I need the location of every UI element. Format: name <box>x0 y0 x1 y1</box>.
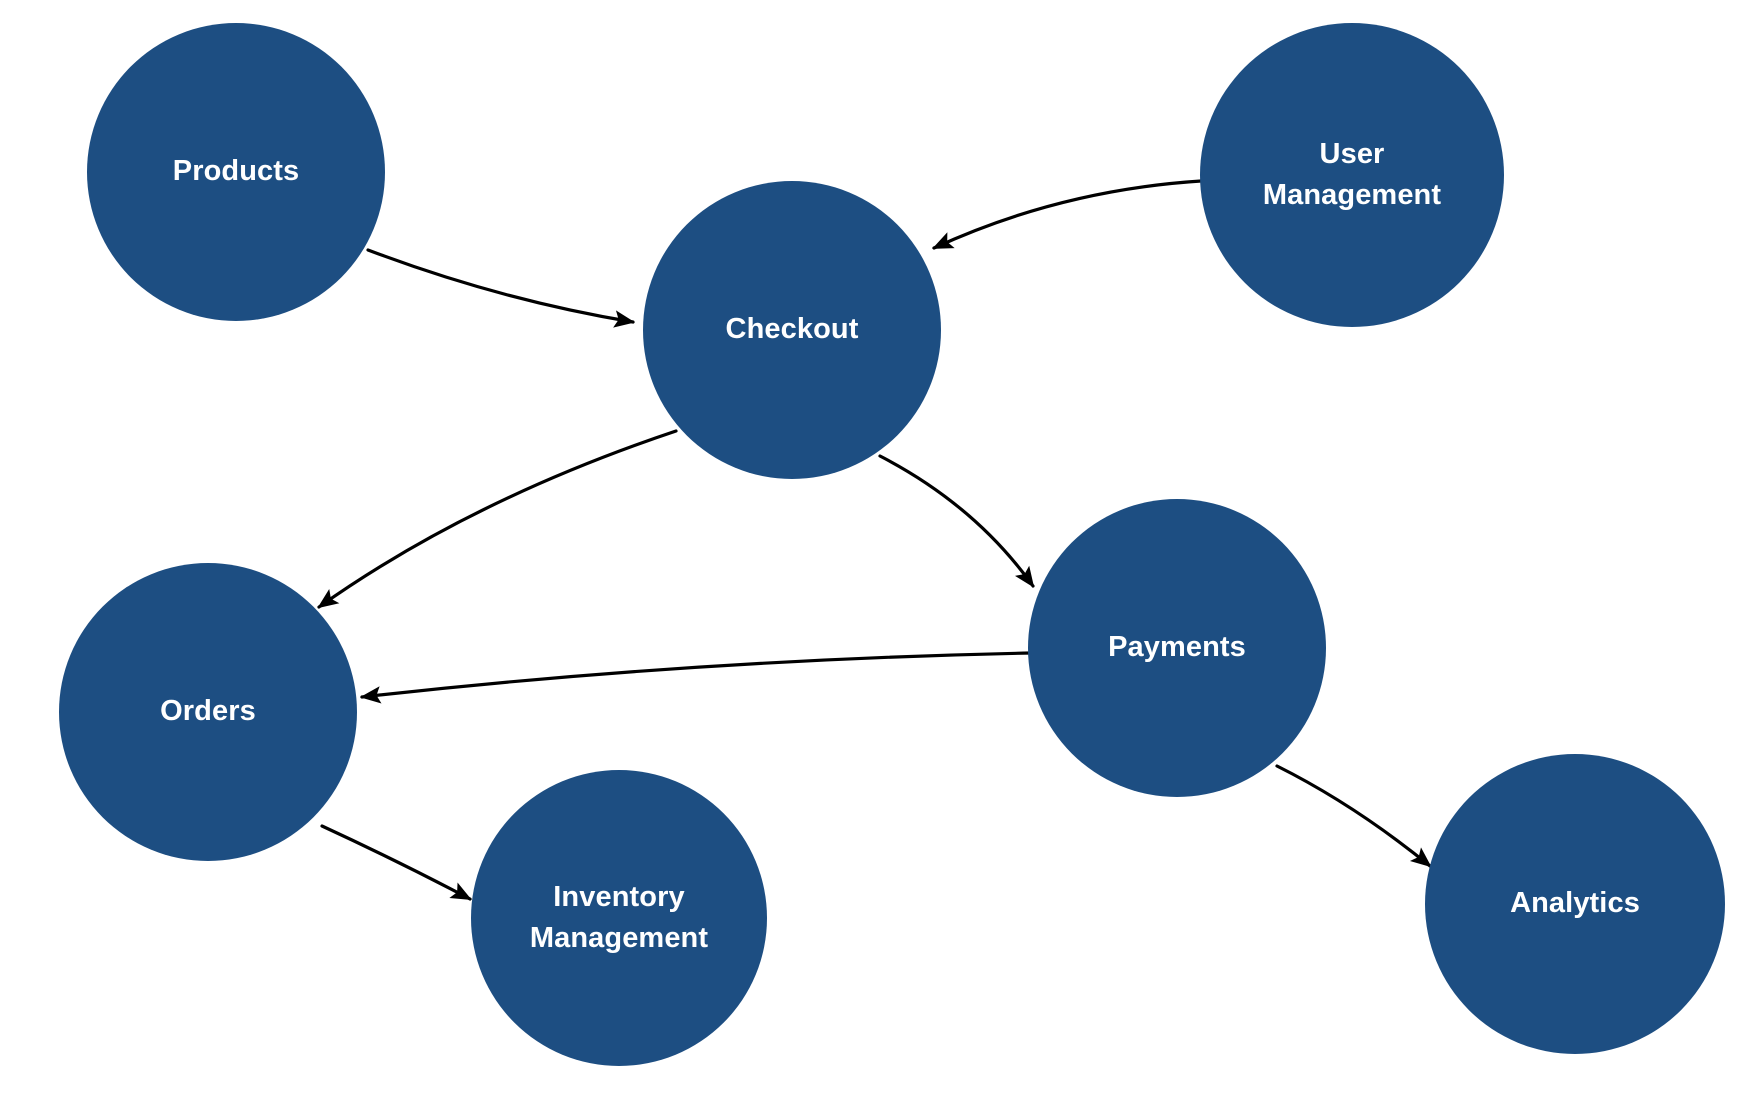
node-payments[interactable]: Payments <box>1028 499 1326 797</box>
node-label-checkout: Checkout <box>725 313 859 346</box>
edge-checkout-orders <box>317 429 678 609</box>
edge-orders-inventory <box>320 824 472 901</box>
node-products[interactable]: Products <box>87 23 385 321</box>
node-analytics[interactable]: Analytics <box>1425 754 1725 1054</box>
node-inventory[interactable]: Inventory Management <box>471 770 767 1066</box>
node-label-orders: Orders <box>160 695 256 728</box>
edge-checkout-payments <box>878 454 1035 588</box>
edges-group <box>317 179 1432 901</box>
node-label-payments: Payments <box>1108 631 1246 664</box>
node-user_mgmt[interactable]: User Management <box>1200 23 1504 327</box>
edge-products-checkout <box>366 248 636 328</box>
node-orders[interactable]: Orders <box>59 563 357 861</box>
node-label-user_mgmt: User Management <box>1262 137 1442 211</box>
node-label-inventory: Inventory Management <box>529 880 709 954</box>
node-checkout[interactable]: Checkout <box>643 181 941 479</box>
edge-usermgmt-checkout <box>932 179 1203 250</box>
edge-payments-orders <box>359 651 1033 704</box>
node-label-products: Products <box>172 155 300 188</box>
edge-payments-analytics <box>1275 764 1432 868</box>
node-label-analytics: Analytics <box>1510 887 1640 920</box>
